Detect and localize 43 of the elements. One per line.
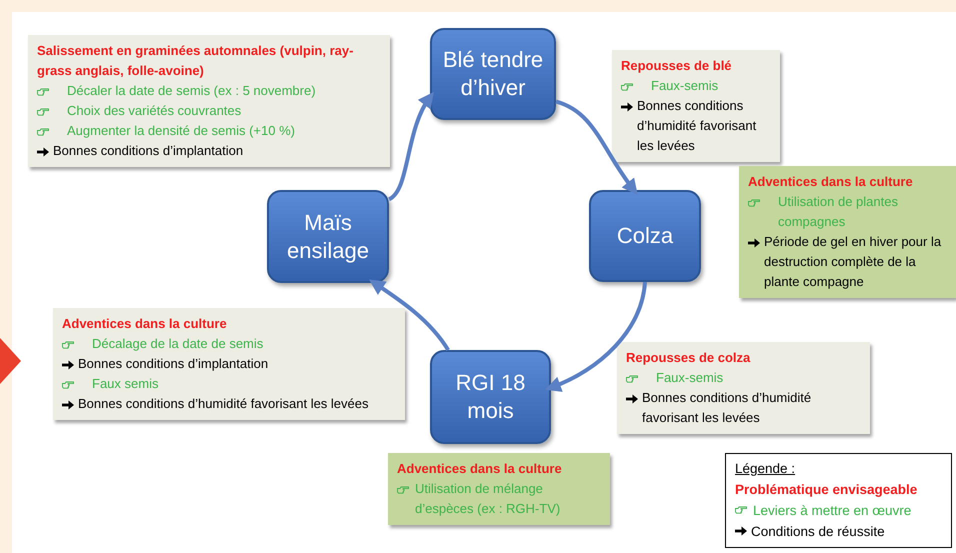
crop-box [267,190,389,283]
cycle-arrow [388,92,434,201]
note-box [28,35,390,167]
condition-text: Période de gel en hiver pour la destruction complète de la plante compagne [764,233,942,291]
crop-box [430,28,556,120]
problem-heading: Adventices dans la culture [748,173,913,191]
crop-name: RGI 18 mois [454,369,526,425]
legend-text: Conditions de réussite [751,523,885,541]
crop-box [430,350,551,444]
condition-text: Bonnes conditions d’implantation [78,355,268,373]
lever-text: Faux-semis [651,77,718,95]
problem-heading: Adventices dans la culture [62,315,227,333]
condition-text: Bonnes conditions d’implantation [53,142,244,160]
lever-text: Utilisation de mélange d’espèces (ex : RGH-TV) [415,480,562,518]
cycle-arrow [555,100,638,196]
cycle-arrow [545,282,647,392]
crop-box [589,190,701,282]
problem-heading: Repousses de colza [626,349,750,367]
lever-text: Décalage de la date de semis [92,335,264,353]
crop-name: Maïs ensilage [286,208,370,264]
legend-text: Problématique envisageable [735,481,918,499]
condition-text: Bonnes conditions d’humidité favorisant les levées [637,97,758,155]
condition-text: Bonnes conditions d’humidité favorisant les levées [78,395,369,413]
note-box [739,166,956,298]
lever-text: Choix des variétés couvrantes [67,102,242,120]
problem-heading: Adventices dans la culture [397,460,562,478]
problem-heading: Salissement en graminées automnales (vulpin, ray-grass anglais, folle-avoine) [37,42,354,80]
condition-text: Bonnes conditions d’humidité favorisant les levées [642,389,812,427]
lever-text: Faux semis [92,375,158,393]
crop-name: Colza [616,222,674,250]
legend-text: Leviers à mettre en œuvre [753,502,912,520]
problem-heading: Repousses de blé [621,57,732,75]
crop-name: Blé tendre d’hiver [442,46,544,102]
cycle-arrow [369,279,450,352]
lever-text: Décaler la date de semis (ex : 5 novembre) [67,82,316,100]
lever-text: Utilisation de plantes compagnes [778,193,899,231]
note-box [388,453,610,525]
note-box [612,50,780,162]
lever-text: Faux-semis [656,369,724,387]
legend-title: Légende : [735,461,796,476]
note-box [53,308,405,420]
note-box [617,342,870,434]
lever-text: Augmenter la densité de semis (+10 %) [67,122,295,140]
